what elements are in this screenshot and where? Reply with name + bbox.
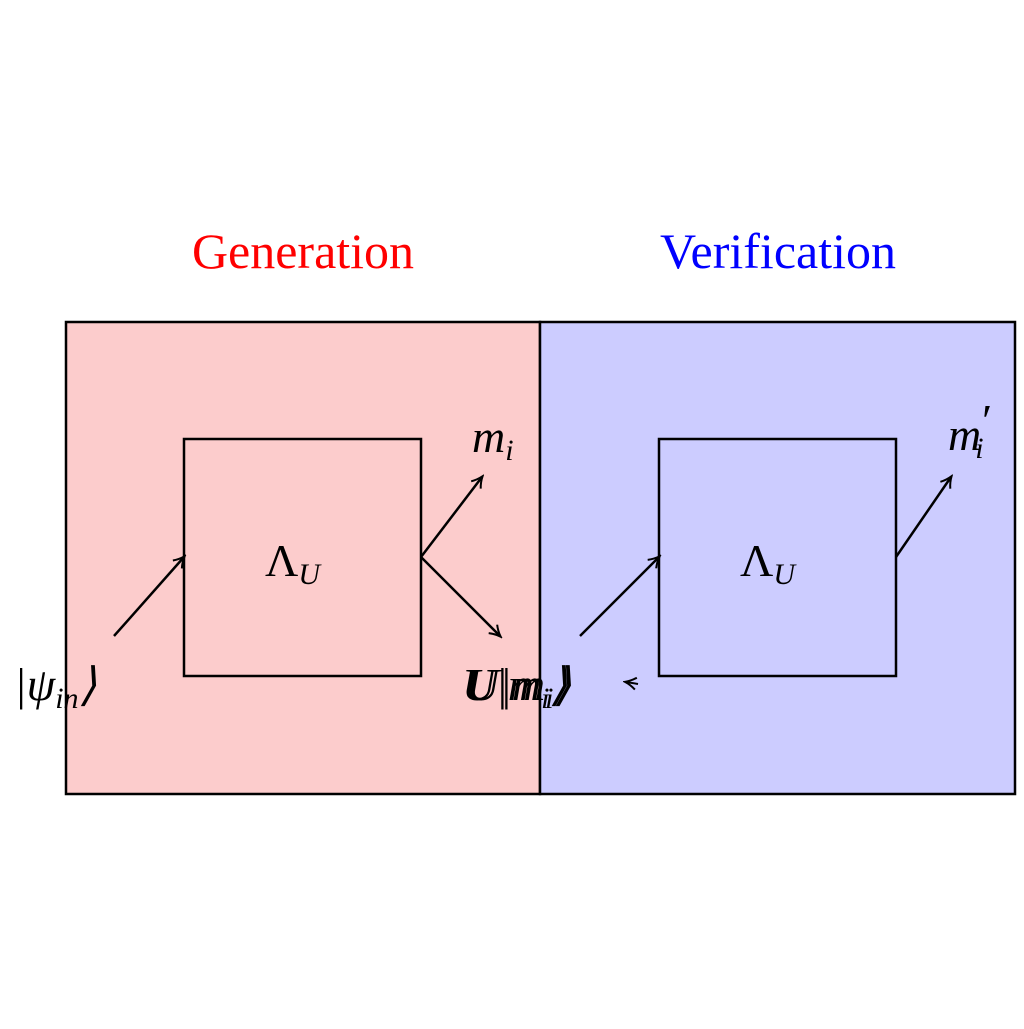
measurement-output-arrow	[420, 477, 482, 558]
measurement-label: mi	[472, 411, 514, 467]
state-output-arrow	[420, 556, 500, 636]
verification-measurement-label: m′i	[948, 395, 990, 465]
verification-channel-label: ΛU	[740, 535, 797, 591]
generation-title: Generation	[192, 223, 414, 279]
verification-input-state-label: U|mi⟩	[466, 659, 571, 715]
verification-title: Verification	[660, 223, 896, 279]
small-return-arrow	[626, 682, 639, 684]
generation-channel-label: ΛU	[265, 535, 322, 591]
verification-measurement-arrow	[894, 477, 951, 558]
generation-panel	[64, 320, 542, 796]
verification-panel	[538, 320, 1017, 796]
output-state-label: U|mi⟩	[462, 659, 567, 715]
input-arrow	[113, 557, 184, 637]
input-state-label: |ψin⟩	[14, 659, 97, 715]
verification-input-arrow	[579, 557, 659, 637]
